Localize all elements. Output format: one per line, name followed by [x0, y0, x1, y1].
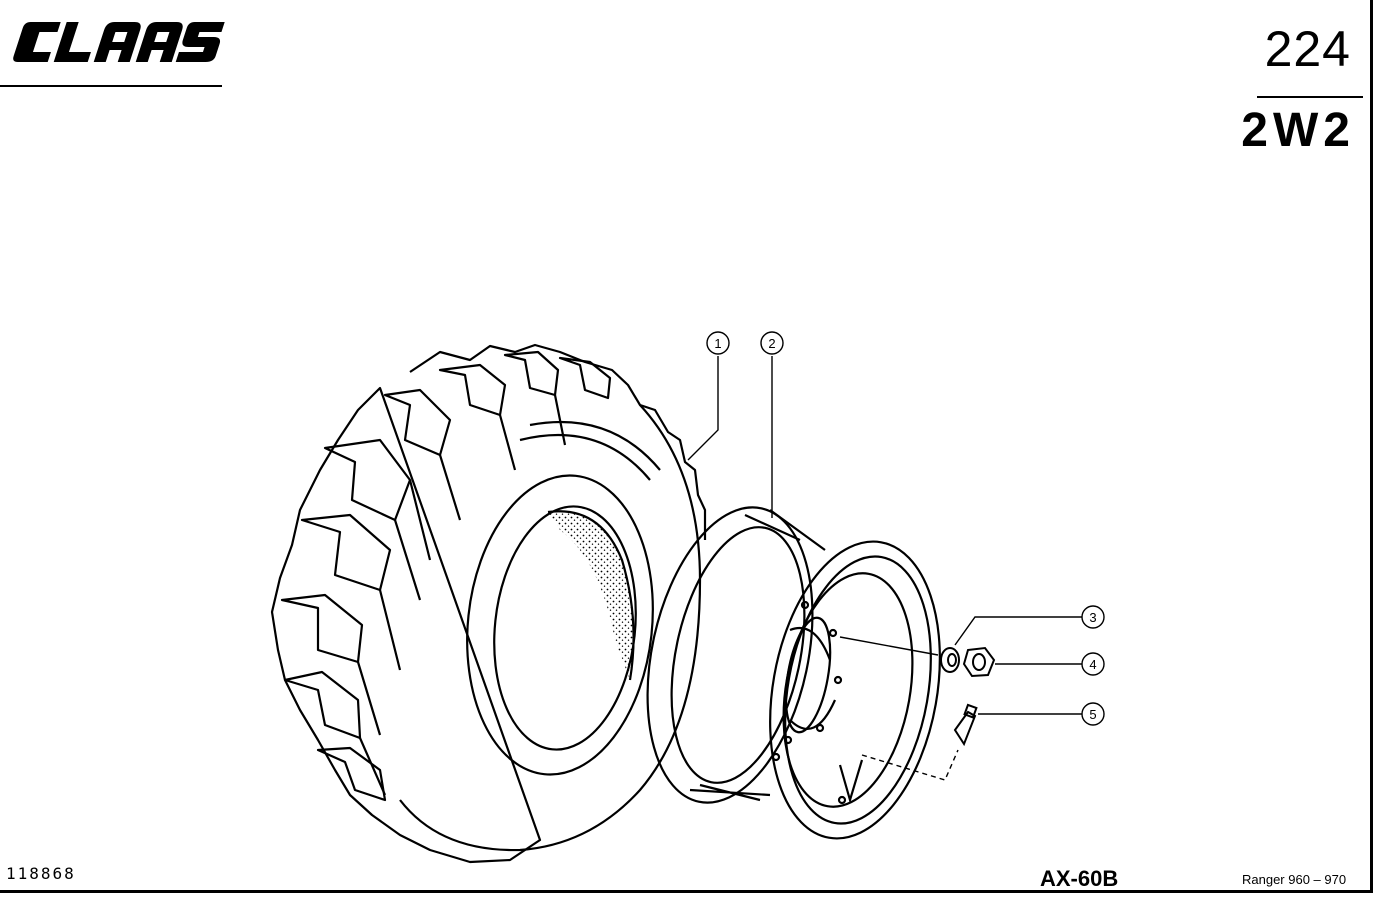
tyre-bead-opening — [466, 474, 654, 776]
tyre-tread-lug — [558, 356, 612, 400]
tyre-valve — [953, 703, 978, 747]
rim-stud-hole — [815, 723, 825, 733]
rim-stud-hole — [837, 795, 847, 805]
model-range: Ranger 960 – 970 — [1242, 872, 1347, 887]
tyre-sidewall-edge — [399, 404, 702, 852]
rim-stud-hole — [771, 752, 781, 762]
wheel-rim — [646, 506, 941, 840]
tyre-tread-lug — [280, 593, 364, 664]
callout-5: 5 — [1081, 702, 1105, 726]
callout-number: 4 — [1089, 657, 1096, 672]
rim-stud-hole — [833, 675, 843, 685]
leader-3 — [954, 616, 1082, 646]
drawing-number: 118868 — [6, 864, 76, 883]
tyre — [270, 343, 707, 864]
page-number: 224 — [1264, 21, 1351, 77]
leader-3b — [839, 636, 939, 656]
rim-stud-hole — [800, 600, 810, 610]
tyre-interior-shading — [548, 511, 634, 680]
rim-centre-bore — [784, 616, 832, 734]
callout-number: 5 — [1089, 707, 1096, 722]
tyre-tread-lug — [323, 438, 412, 522]
model-code: AX-60B — [1040, 866, 1119, 891]
callout-number: 1 — [714, 336, 721, 351]
rim-stud-hole — [783, 735, 793, 745]
rim-rear-flange — [646, 506, 814, 804]
callout-3: 3 — [1081, 605, 1105, 629]
rim-stud-hole — [828, 628, 838, 638]
tyre-tread-lug — [283, 670, 362, 740]
callout-number: 3 — [1089, 610, 1096, 625]
leader-1 — [687, 356, 719, 461]
leader-lines — [687, 356, 1082, 781]
callout-number: 2 — [768, 336, 775, 351]
claas-logo — [13, 22, 225, 62]
tyre-tread-lug — [300, 513, 392, 592]
leader-5b — [861, 749, 959, 781]
fastener-parts — [940, 646, 996, 747]
washer — [940, 647, 960, 673]
tyre-tread-lug — [383, 388, 452, 457]
callout-2: 2 — [760, 331, 784, 355]
wheel-nut — [962, 646, 996, 678]
logo-underline — [0, 85, 222, 87]
callout-1: 1 — [706, 331, 730, 355]
group-code: 2W2 — [1241, 104, 1355, 157]
title-divider — [1257, 96, 1363, 98]
tyre-tread-lug — [438, 363, 507, 417]
callout-4: 4 — [1081, 652, 1105, 676]
tyre-tread-lug — [503, 350, 560, 397]
tyre-tread-lug — [316, 746, 387, 802]
rim-front-flange — [769, 540, 941, 840]
